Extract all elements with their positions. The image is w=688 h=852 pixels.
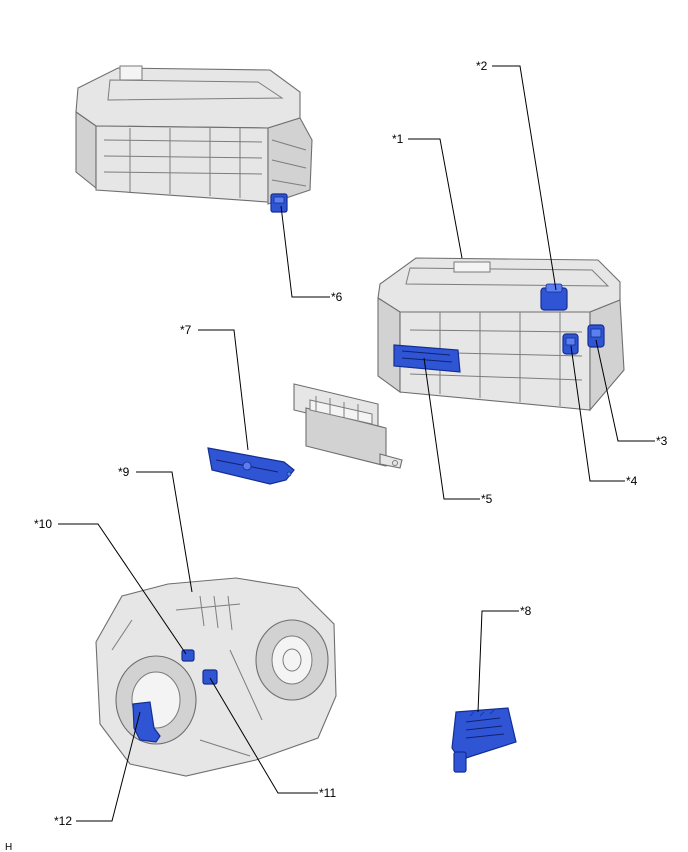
connector-11 xyxy=(202,669,218,685)
callout-6: *6 xyxy=(331,290,343,304)
leader-line-12 xyxy=(76,711,141,822)
callout-11: *11 xyxy=(319,786,336,800)
callout-9: *9 xyxy=(118,465,130,479)
callout-4: *4 xyxy=(626,474,638,488)
leader-line-1 xyxy=(408,138,463,259)
connector-6 xyxy=(270,193,288,213)
connector-5 xyxy=(393,344,461,373)
leader-line-5 xyxy=(423,357,480,500)
leader-line-4 xyxy=(570,345,625,482)
connector-bracket-middle xyxy=(293,383,403,469)
callout-8: *8 xyxy=(520,604,532,618)
leader-line-9 xyxy=(136,471,193,593)
callout-7: *7 xyxy=(180,323,192,337)
callout-12: *12 xyxy=(54,814,72,828)
inverter-assembly-right xyxy=(377,257,625,412)
leader-line-11 xyxy=(209,677,318,794)
connector-3 xyxy=(587,324,605,348)
leader-lines xyxy=(58,65,655,822)
callout-labels: *1 *2 *3 *4 *5 *6 *7 *8 *9 *10 *11 *12 xyxy=(34,59,668,828)
connector-4 xyxy=(562,333,579,355)
leader-line-6 xyxy=(280,205,330,298)
connector-bracket-8 xyxy=(451,707,517,773)
leader-line-3 xyxy=(595,339,655,442)
callout-3: *3 xyxy=(656,434,668,448)
callout-2: *2 xyxy=(476,59,488,73)
leader-line-2 xyxy=(492,65,557,291)
connector-bracket-7 xyxy=(207,447,295,485)
leader-line-7 xyxy=(198,329,249,451)
inverter-assembly-top xyxy=(75,65,313,213)
callout-5: *5 xyxy=(481,492,493,506)
connector-2 xyxy=(540,283,568,311)
transaxle-assembly xyxy=(95,577,337,777)
connector-10 xyxy=(181,649,195,662)
callout-10: *10 xyxy=(34,517,52,531)
figure-code: H xyxy=(5,842,12,852)
leader-line-10 xyxy=(58,523,187,655)
callout-1: *1 xyxy=(392,132,404,146)
leader-line-8 xyxy=(477,610,519,713)
